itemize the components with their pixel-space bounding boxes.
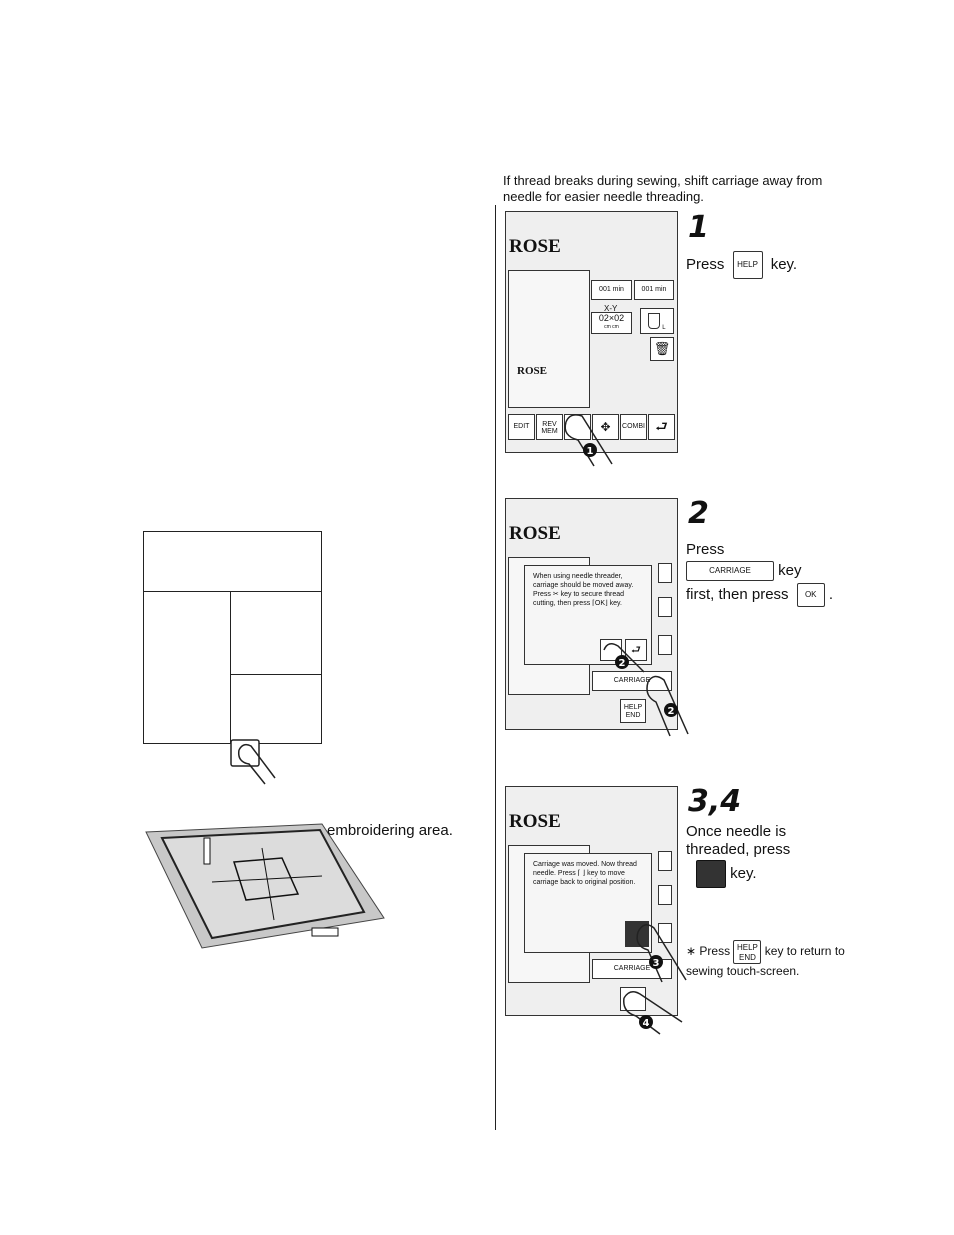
dialog-message: When using needle threader, carriage sho… xyxy=(533,573,634,607)
frame-size-button[interactable]: L xyxy=(640,308,674,334)
moved-dialog-message: Carriage was moved. Now thread needle. P… xyxy=(533,861,637,886)
step34-side-key-3 xyxy=(658,923,672,943)
step34-key-line: key. xyxy=(696,860,757,888)
carriage-key: CARRIAGE xyxy=(686,561,774,582)
pattern-preview-area: ROSE xyxy=(508,270,590,408)
column-divider xyxy=(495,205,496,1130)
step34-screen: ROSE Carriage was moved. Now thread need… xyxy=(505,786,678,1016)
step1-callout: 1 xyxy=(587,446,594,457)
note-rest: key to return to sewing touch-screen. xyxy=(686,944,845,978)
step2-finger-icon-2: 2 xyxy=(646,675,689,737)
help-end-key: HELP END xyxy=(733,940,762,964)
step1-suffix: key. xyxy=(770,255,798,273)
frame-size-letter: L xyxy=(662,325,666,331)
step34-line1: Once needle is xyxy=(686,823,787,840)
step2-screen: ROSE When using needle threader, carriag… xyxy=(505,498,678,730)
step2-side-key-3 xyxy=(658,635,672,655)
xy-label: X-Y xyxy=(604,304,618,313)
step2-then-line: first, then press OK . xyxy=(686,583,833,607)
trash-icon: 🗑 xyxy=(653,341,671,356)
step1-finger-icon: 1 xyxy=(564,414,613,467)
step1-instruction: Press HELP key. xyxy=(686,251,797,279)
time-display-1: 001 min xyxy=(591,280,632,300)
embroidering-area-text: embroidering area. xyxy=(327,822,453,839)
ok-key: OK xyxy=(796,583,825,607)
step2-callout-1: 2 xyxy=(619,658,626,669)
step34-suffix: key. xyxy=(730,864,757,882)
size-display: 02×02 cm cm xyxy=(591,312,632,334)
step1-number: 1 xyxy=(688,210,709,245)
step2-screen-title: ROSE xyxy=(509,523,561,544)
time-display-2: 001 min xyxy=(634,280,674,300)
size-value: 02×02 xyxy=(598,313,625,323)
note-star: ∗ xyxy=(686,944,697,959)
step34-number: 3,4 xyxy=(688,784,742,819)
combi-button[interactable]: COMBI xyxy=(620,414,647,440)
size-unit: cm cm xyxy=(604,324,619,330)
move-pattern-button[interactable]: ✥ xyxy=(592,414,619,440)
step1-press: Press xyxy=(686,255,725,273)
dialog-return-icon: ⮐ xyxy=(631,644,641,656)
back-button[interactable]: ⮐ xyxy=(648,414,675,440)
step3-callout: 3 xyxy=(653,958,660,969)
step3-finger-icon: 3 xyxy=(636,924,687,983)
help-end-button[interactable]: HELP END xyxy=(620,699,646,723)
step4-callout: 4 xyxy=(643,1018,650,1029)
step4-finger-icon: 4 xyxy=(623,991,683,1035)
diagram-divider-h2 xyxy=(230,674,321,675)
dialog-back-button[interactable]: ⮐ xyxy=(625,639,647,661)
pattern-name: ROSE xyxy=(517,365,547,377)
intro-text: If thread breaks during sewing, shift ca… xyxy=(503,173,823,204)
edit-button[interactable]: EDIT xyxy=(508,414,535,440)
step34-line2: threaded, press xyxy=(686,841,791,858)
step2-side-key-2 xyxy=(658,597,672,617)
step2-then-text: first, then press xyxy=(686,585,789,603)
move-arrows-icon: ✥ xyxy=(600,420,611,434)
help-key: HELP xyxy=(732,251,763,279)
delete-button[interactable]: 🗑 xyxy=(650,337,674,361)
rev-mem-button[interactable]: REV MEM xyxy=(536,414,563,440)
step2-press: Press xyxy=(686,541,725,558)
step2-finger-icon-1: 2 xyxy=(603,643,645,673)
step1-screen: ROSE ROSE 001 min 001 min X-Y 02×02 cm c… xyxy=(505,211,678,453)
step34-side-key-1 xyxy=(658,851,672,871)
step2-key-word: key xyxy=(778,562,802,579)
step34-side-key-2 xyxy=(658,885,672,905)
step2-side-key-1 xyxy=(658,563,672,583)
diagram-divider-v xyxy=(230,591,231,743)
step2-carriage-line: CARRIAGE key xyxy=(686,561,802,582)
step2-period: . xyxy=(828,585,834,603)
bottom-toolbar: EDIT REV MEM ✥ COMBI ⮐ xyxy=(506,412,677,442)
finger-pressing-key-icon xyxy=(230,739,276,785)
embroidery-frame-illustration xyxy=(145,823,385,949)
step1-screen-title: ROSE xyxy=(509,236,561,257)
note-press: Press xyxy=(699,944,731,959)
step34-screen-title: ROSE xyxy=(509,811,561,832)
step2-callout-2: 2 xyxy=(668,706,675,717)
carriage-button[interactable]: CARRIAGE xyxy=(592,671,672,691)
screen-layout-diagram xyxy=(143,531,322,744)
return-arrow-icon: ⮐ xyxy=(655,418,668,434)
step2-number: 2 xyxy=(688,496,709,531)
help-end-note: ∗ Press HELP END key to return to sewing… xyxy=(686,940,856,979)
diagram-divider-h xyxy=(144,591,321,592)
carriage-return-key xyxy=(696,860,726,888)
frame-icon xyxy=(648,313,661,329)
